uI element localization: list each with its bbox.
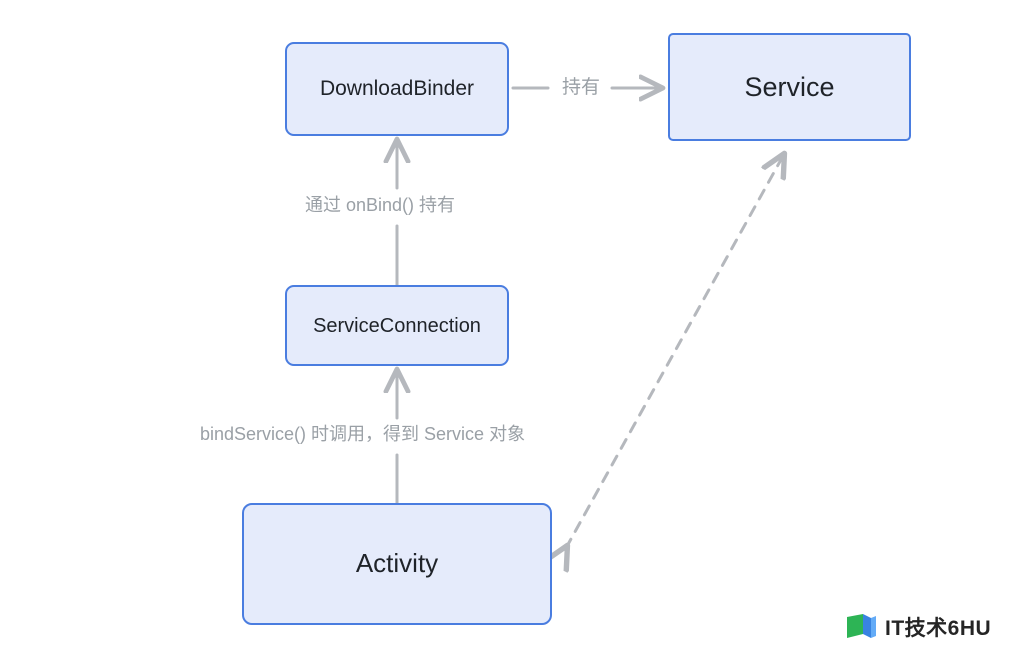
node-downloadbinder-label: DownloadBinder [319,77,475,101]
node-downloadbinder[interactable]: DownloadBinder [285,42,509,136]
node-activity-label: Activity [355,548,439,579]
node-service[interactable]: Service [668,33,911,141]
node-serviceconnection-label: ServiceConnection [313,314,481,337]
watermark-text: IT技术6HU [885,617,992,640]
edge-activity-service [566,156,783,548]
edge-label-onbind: 通过 onBind() 持有 [299,194,462,217]
book-logo-icon [847,614,876,638]
edge-label-hold: 持有 [556,76,607,100]
node-service-label: Service [744,71,835,102]
watermark: IT技术6HU [845,612,991,642]
edge-label-bindservice: bindService() 时调用，得到 Service 对象 [194,423,532,446]
node-activity[interactable]: Activity [242,503,552,625]
node-serviceconnection[interactable]: ServiceConnection [285,285,509,366]
